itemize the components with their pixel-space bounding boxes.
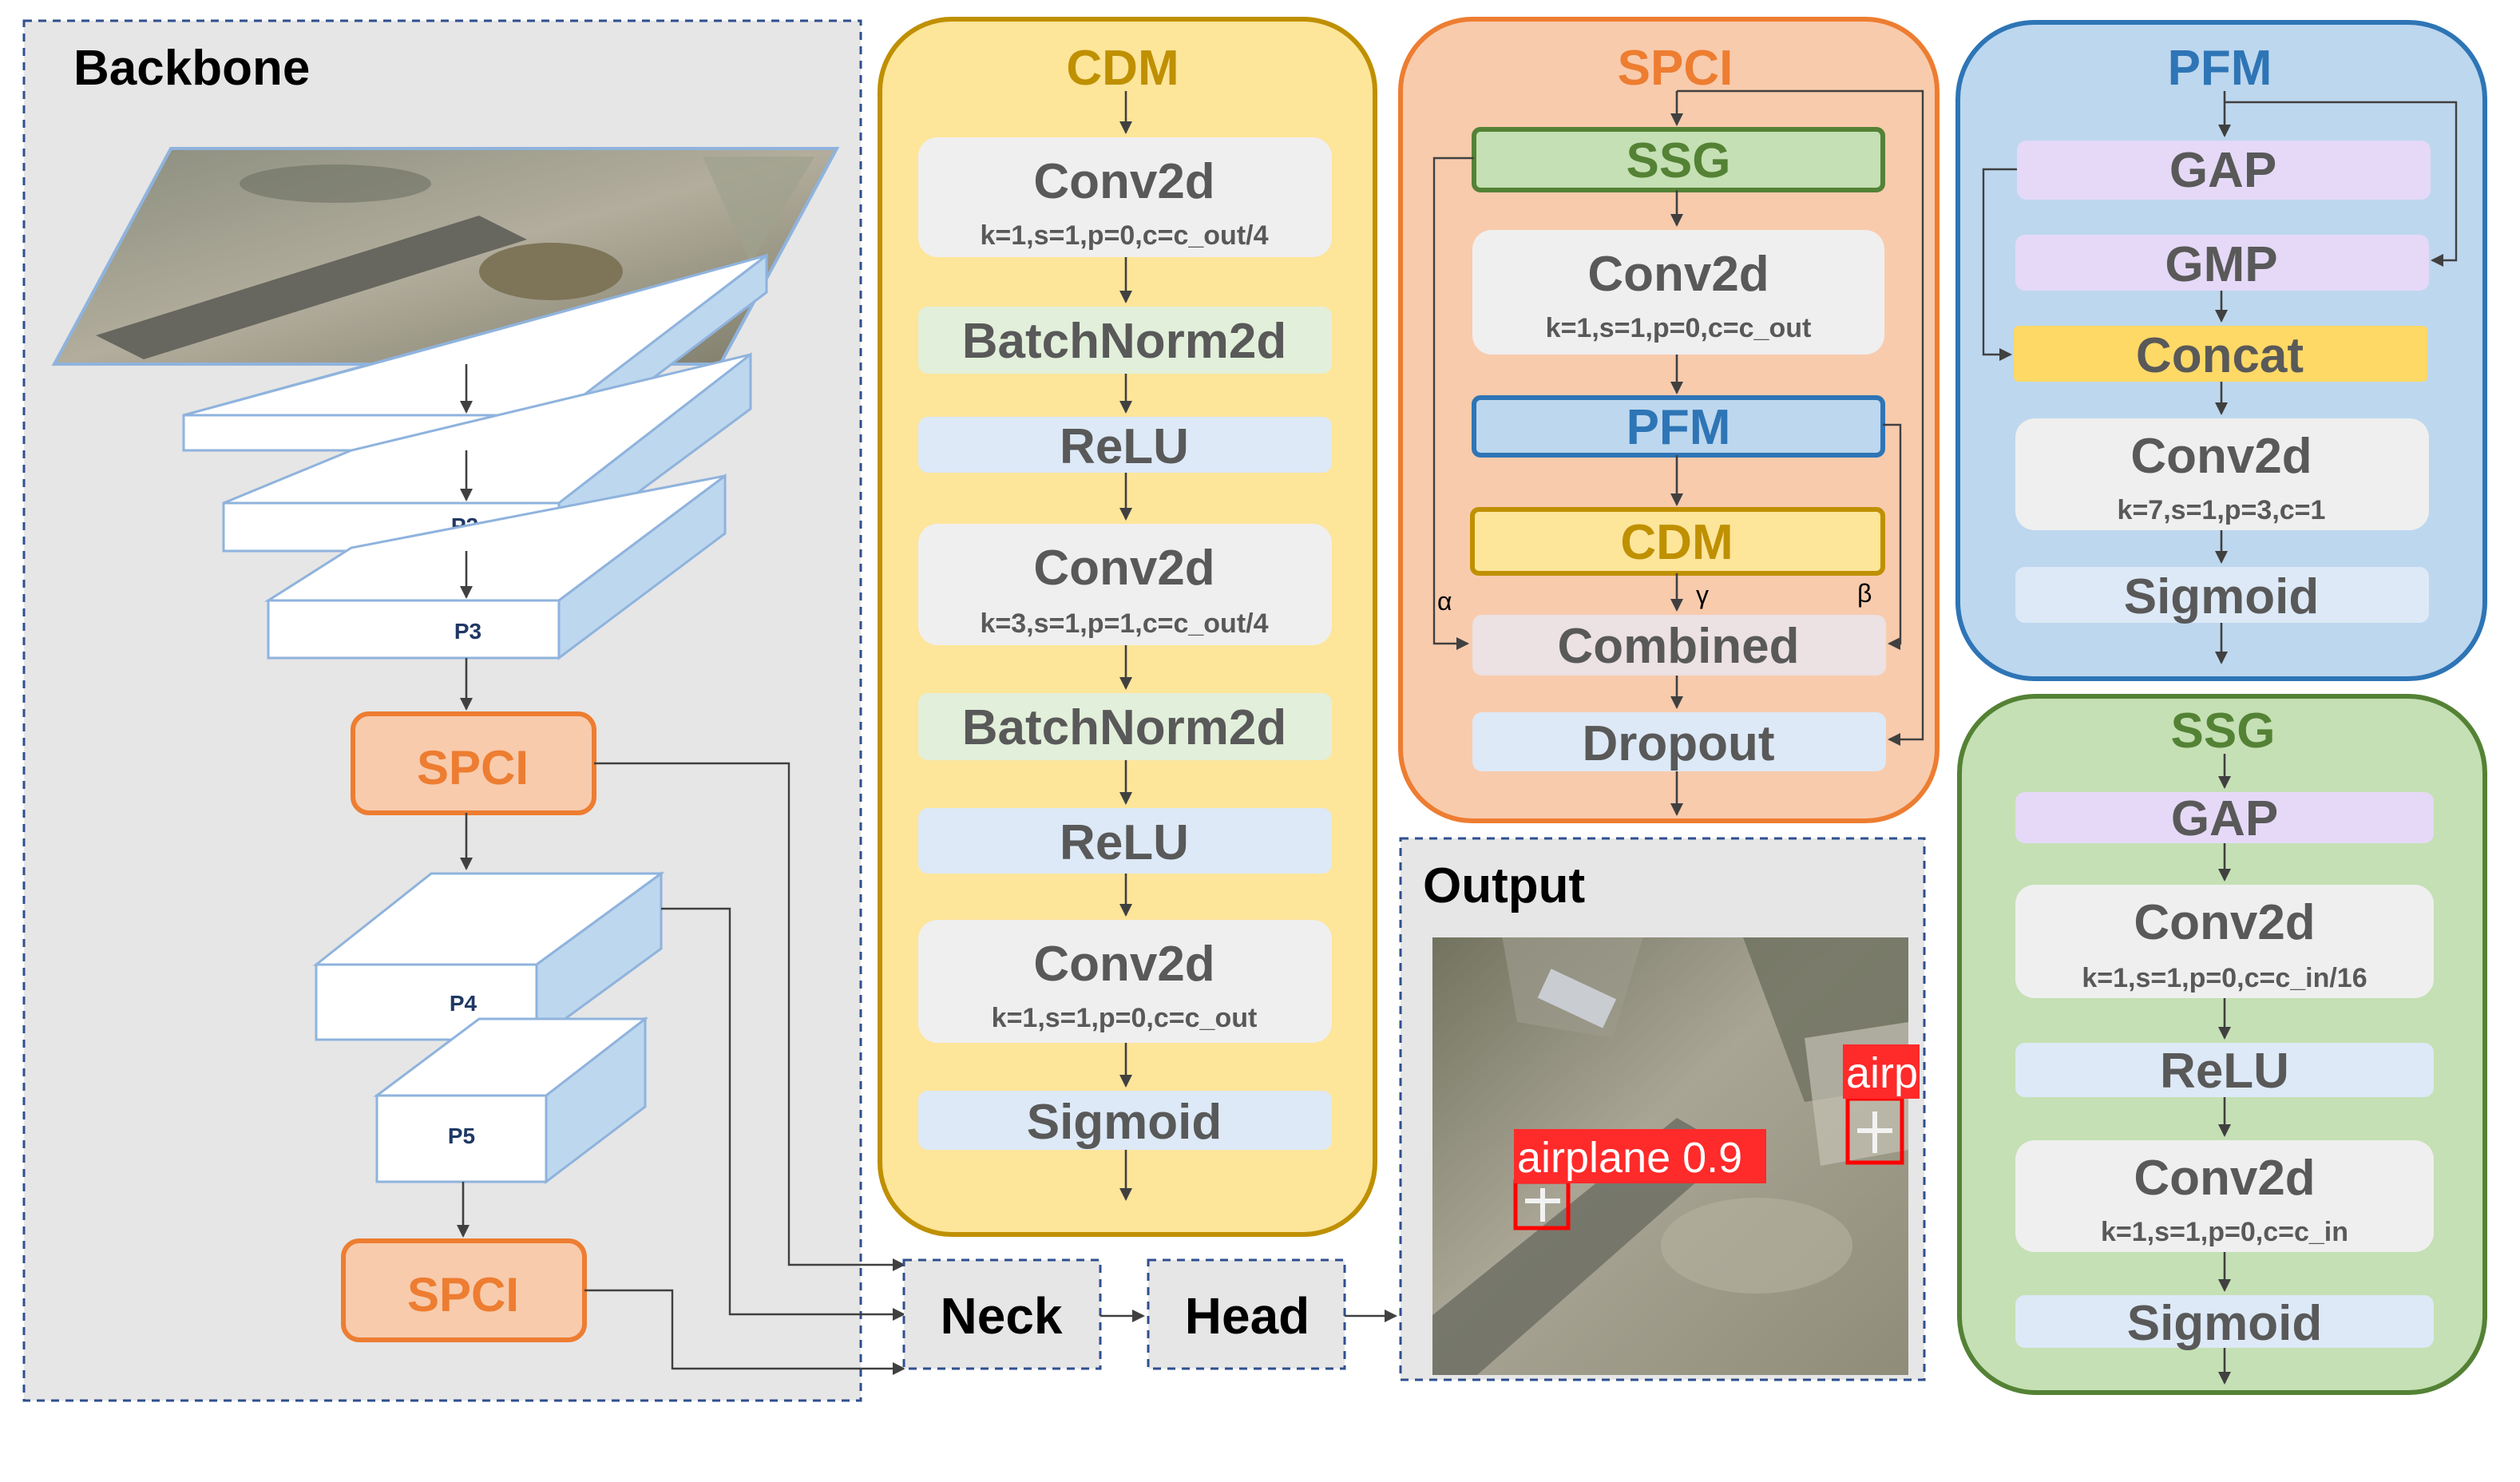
backbone-spci-bottom-label: SPCI	[407, 1268, 519, 1322]
cdm-title: CDM	[1066, 41, 1179, 96]
layer-p5: P5	[373, 1016, 649, 1185]
head-box: Head	[1147, 1258, 1346, 1370]
cdm-sigmoid-label: Sigmoid	[1027, 1095, 1222, 1150]
pfm-title: PFM	[2168, 41, 2272, 96]
layer-p3-label: P3	[454, 619, 481, 644]
spci-ssg-label: SSG	[1627, 133, 1731, 188]
pfm-panel: PFM GAP GMP Concat Conv2d k=7,s=1,p=3,c=…	[1955, 20, 2487, 681]
cdm-batchnorm-2: BatchNorm2d	[918, 693, 1332, 760]
spci-combined-label: Combined	[1557, 619, 1799, 674]
spci-pfm-label: PFM	[1627, 400, 1731, 455]
pfm-gmp: GMP	[2015, 235, 2429, 292]
cdm-conv2d-3-label: Conv2d	[1033, 937, 1214, 992]
spci-dropout-label: Dropout	[1582, 716, 1774, 771]
spci-conv2d-params: k=1,s=1,p=0,c=c_out	[1546, 313, 1812, 343]
cdm-relu-1-label: ReLU	[1060, 419, 1189, 474]
cdm-conv2d-1-params: k=1,s=1,p=0,c=c_out/4	[980, 220, 1268, 251]
backbone-spci-bottom: SPCI	[341, 1238, 587, 1342]
layer-p5-label: P5	[448, 1123, 475, 1148]
ssg-conv2d-2: Conv2d k=1,s=1,p=0,c=c_in	[2015, 1140, 2434, 1252]
cdm-sigmoid: Sigmoid	[918, 1091, 1332, 1150]
ssg-title: SSG	[2171, 703, 2276, 759]
pfm-sigmoid: Sigmoid	[2015, 567, 2429, 624]
spci-ssg: SSG	[1472, 127, 1885, 192]
ssg-conv2d-2-label: Conv2d	[2134, 1151, 2315, 1206]
cdm-conv2d-3: Conv2d k=1,s=1,p=0,c=c_out	[918, 920, 1332, 1043]
pfm-concat: Concat	[2014, 326, 2427, 383]
spci-title: SPCI	[1618, 41, 1733, 96]
ssg-sigmoid-label: Sigmoid	[2127, 1296, 2323, 1351]
backbone-title: Backbone	[73, 41, 310, 96]
pfm-conv2d: Conv2d k=7,s=1,p=3,c=1	[2015, 418, 2429, 530]
output-image: airplane 0.9 airp	[1432, 937, 1920, 1375]
ssg-relu: ReLU	[2015, 1043, 2434, 1099]
ssg-relu-label: ReLU	[2160, 1044, 2289, 1099]
ssg-conv2d-2-params: k=1,s=1,p=0,c=c_in	[2101, 1217, 2348, 1247]
spci-cdm: CDM	[1470, 507, 1885, 576]
ssg-sigmoid: Sigmoid	[2015, 1295, 2434, 1351]
ssg-panel: SSG GAP Conv2d k=1,s=1,p=0,c=c_in/16 ReL…	[1957, 694, 2487, 1395]
spci-gamma-label: γ	[1696, 581, 1709, 609]
layer-p3: P3	[263, 474, 727, 660]
cdm-relu-2: ReLU	[918, 808, 1332, 874]
pfm-gap-label: GAP	[2169, 143, 2276, 198]
spci-cdm-label: CDM	[1620, 515, 1733, 570]
ssg-gap: GAP	[2015, 791, 2434, 846]
cdm-panel: CDM Conv2d k=1,s=1,p=0,c=c_out/4 BatchNo…	[878, 17, 1377, 1237]
output-title: Output	[1423, 858, 1585, 913]
pfm-gap: GAP	[2017, 141, 2431, 200]
cdm-relu-1: ReLU	[918, 417, 1332, 474]
cdm-batchnorm-2-label: BatchNorm2d	[962, 700, 1287, 755]
cdm-conv2d-1-label: Conv2d	[1033, 154, 1214, 209]
layer-p4-label: P4	[450, 991, 477, 1016]
spci-panel: SPCI SSG α Conv2d k=1,s=1,p=0,c=c_out PF…	[1398, 17, 1940, 823]
neck-label: Neck	[941, 1287, 1063, 1345]
pfm-concat-label: Concat	[2136, 328, 2304, 383]
cdm-conv2d-2-label: Conv2d	[1033, 541, 1214, 596]
spci-conv2d-label: Conv2d	[1587, 247, 1769, 302]
backbone-spci-top-label: SPCI	[417, 741, 529, 794]
output-panel: Output airplane 0.9 airp	[1399, 837, 1926, 1381]
cdm-conv2d-3-params: k=1,s=1,p=0,c=c_out	[992, 1003, 1258, 1033]
spci-alpha-label: α	[1437, 587, 1452, 616]
spci-beta-label: β	[1857, 579, 1872, 608]
cdm-conv2d-2: Conv2d k=3,s=1,p=1,c=c_out/4	[918, 524, 1332, 645]
cdm-batchnorm-1: BatchNorm2d	[918, 307, 1332, 374]
ssg-conv2d-1-params: k=1,s=1,p=0,c=c_in/16	[2082, 963, 2367, 993]
head-label: Head	[1185, 1287, 1310, 1345]
output-detection-2-label: airp	[1846, 1049, 1918, 1097]
pfm-gmp-label: GMP	[2165, 237, 2277, 292]
pfm-sigmoid-label: Sigmoid	[2124, 569, 2320, 624]
input-image	[51, 147, 840, 366]
spci-combined: Combined	[1472, 615, 1886, 676]
neck-box: Neck	[902, 1258, 1102, 1370]
spci-pfm: PFM	[1472, 395, 1885, 458]
output-detection-1-label: airplane 0.9	[1517, 1134, 1742, 1182]
pfm-conv2d-label: Conv2d	[2130, 429, 2312, 484]
cdm-batchnorm-1-label: BatchNorm2d	[962, 314, 1287, 369]
spci-conv2d: Conv2d k=1,s=1,p=0,c=c_out	[1472, 230, 1884, 355]
ssg-conv2d-1-label: Conv2d	[2134, 895, 2315, 950]
cdm-conv2d-1: Conv2d k=1,s=1,p=0,c=c_out/4	[918, 137, 1332, 257]
cdm-conv2d-2-params: k=3,s=1,p=1,c=c_out/4	[980, 608, 1268, 639]
spci-dropout: Dropout	[1472, 712, 1886, 771]
backbone-spci-top: SPCI	[351, 711, 596, 815]
cdm-relu-2-label: ReLU	[1060, 815, 1189, 870]
ssg-gap-label: GAP	[2171, 791, 2278, 846]
ssg-conv2d-1: Conv2d k=1,s=1,p=0,c=c_in/16	[2015, 885, 2434, 998]
pfm-conv2d-params: k=7,s=1,p=3,c=1	[2118, 495, 2326, 525]
